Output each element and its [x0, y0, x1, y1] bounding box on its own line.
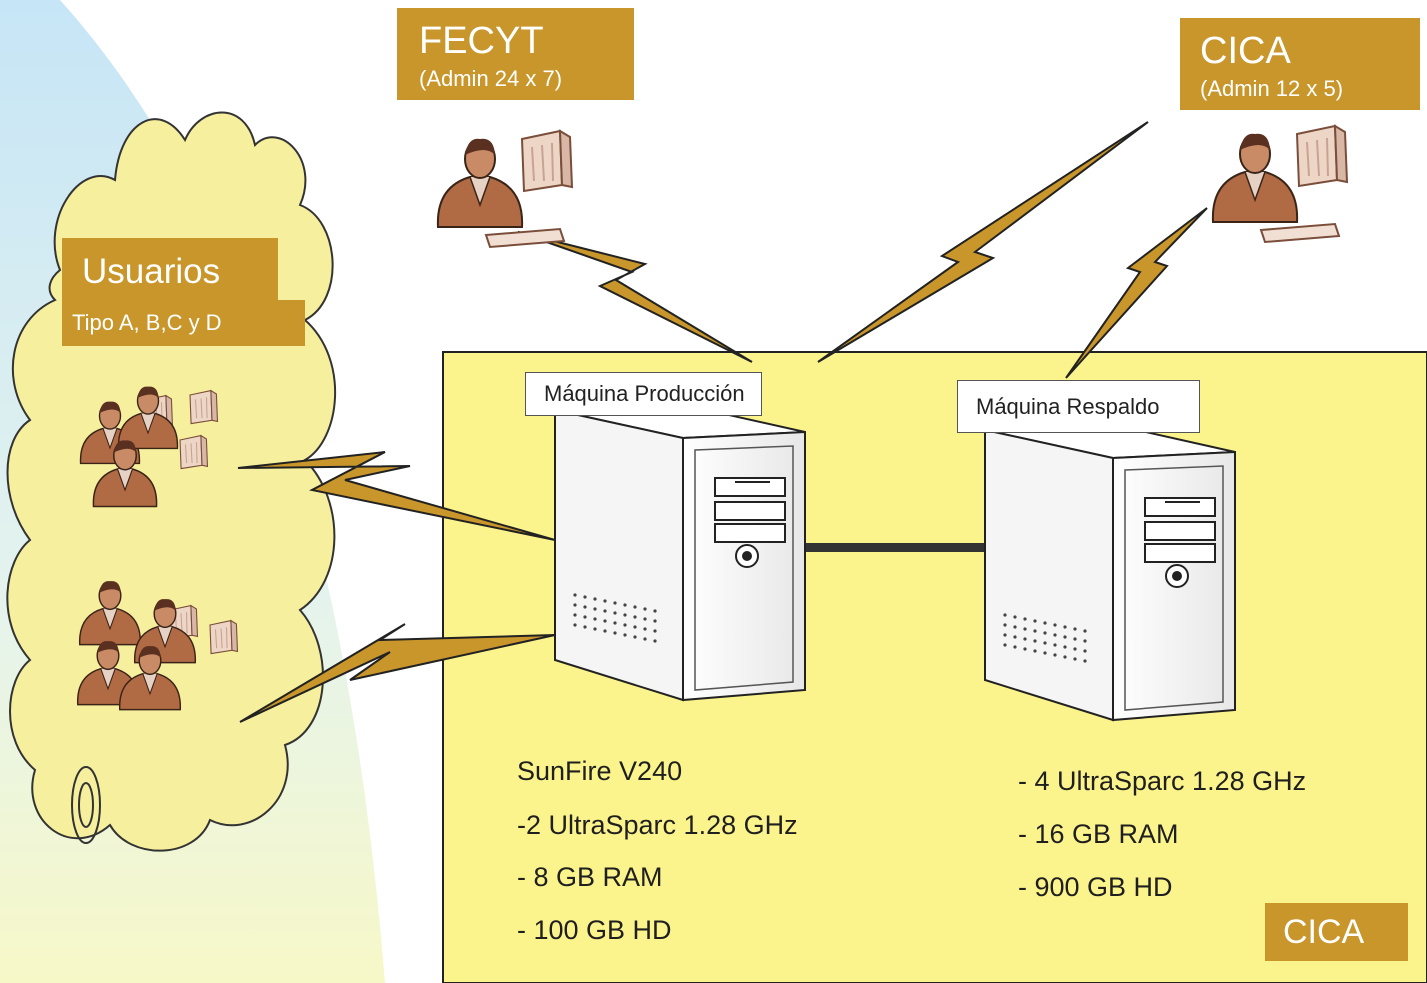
users-title-box: Usuarios [62, 238, 278, 300]
fecyt-label: FECYT (Admin 24 x 7) [397, 8, 634, 100]
cloud-shape [6, 111, 336, 852]
users-title: Usuarios [82, 252, 221, 291]
production-spec-model: SunFire V240 [517, 756, 683, 786]
user-computer-icon [438, 131, 572, 247]
production-spec-hd: - 100 GB HD [517, 915, 672, 945]
cica-admin-subtitle: (Admin 12 x 5) [1200, 76, 1344, 101]
production-spec-ram: - 8 GB RAM [517, 862, 663, 892]
backup-spec-hd: - 900 GB HD [1018, 872, 1173, 902]
lightning-link-icon [517, 231, 753, 363]
fecyt-title: FECYT [419, 20, 544, 62]
server-tower-icon [984, 423, 1236, 721]
production-spec-cpu: -2 UltraSparc 1.28 GHz [517, 810, 798, 840]
user-computer-icon [1213, 126, 1347, 242]
users-subtitle: Tipo A, B,C y D [72, 310, 222, 335]
cica-admin-label: CICA (Admin 12 x 5) [1180, 18, 1420, 110]
cloud-swirl-inner [78, 782, 94, 828]
cica-area-label: CICA [1265, 903, 1408, 961]
lightning-link-icon [817, 121, 1149, 363]
cloud-swirl [71, 766, 101, 844]
backup-machine-label: Máquina Respaldo [957, 380, 1201, 433]
lightning-link-icon [1065, 207, 1208, 379]
server-tower-icon [554, 403, 806, 701]
machine-link [785, 543, 990, 552]
cica-area-title: CICA [1283, 913, 1365, 951]
users-subtitle-box: Tipo A, B,C y D [62, 300, 305, 346]
fecyt-subtitle: (Admin 24 x 7) [419, 66, 563, 91]
cica-admin-title: CICA [1200, 30, 1291, 72]
backup-spec-cpu: - 4 UltraSparc 1.28 GHz [1018, 766, 1307, 796]
backup-spec-ram: - 16 GB RAM [1018, 819, 1179, 849]
production-machine-label: Máquina Producción [525, 372, 762, 416]
